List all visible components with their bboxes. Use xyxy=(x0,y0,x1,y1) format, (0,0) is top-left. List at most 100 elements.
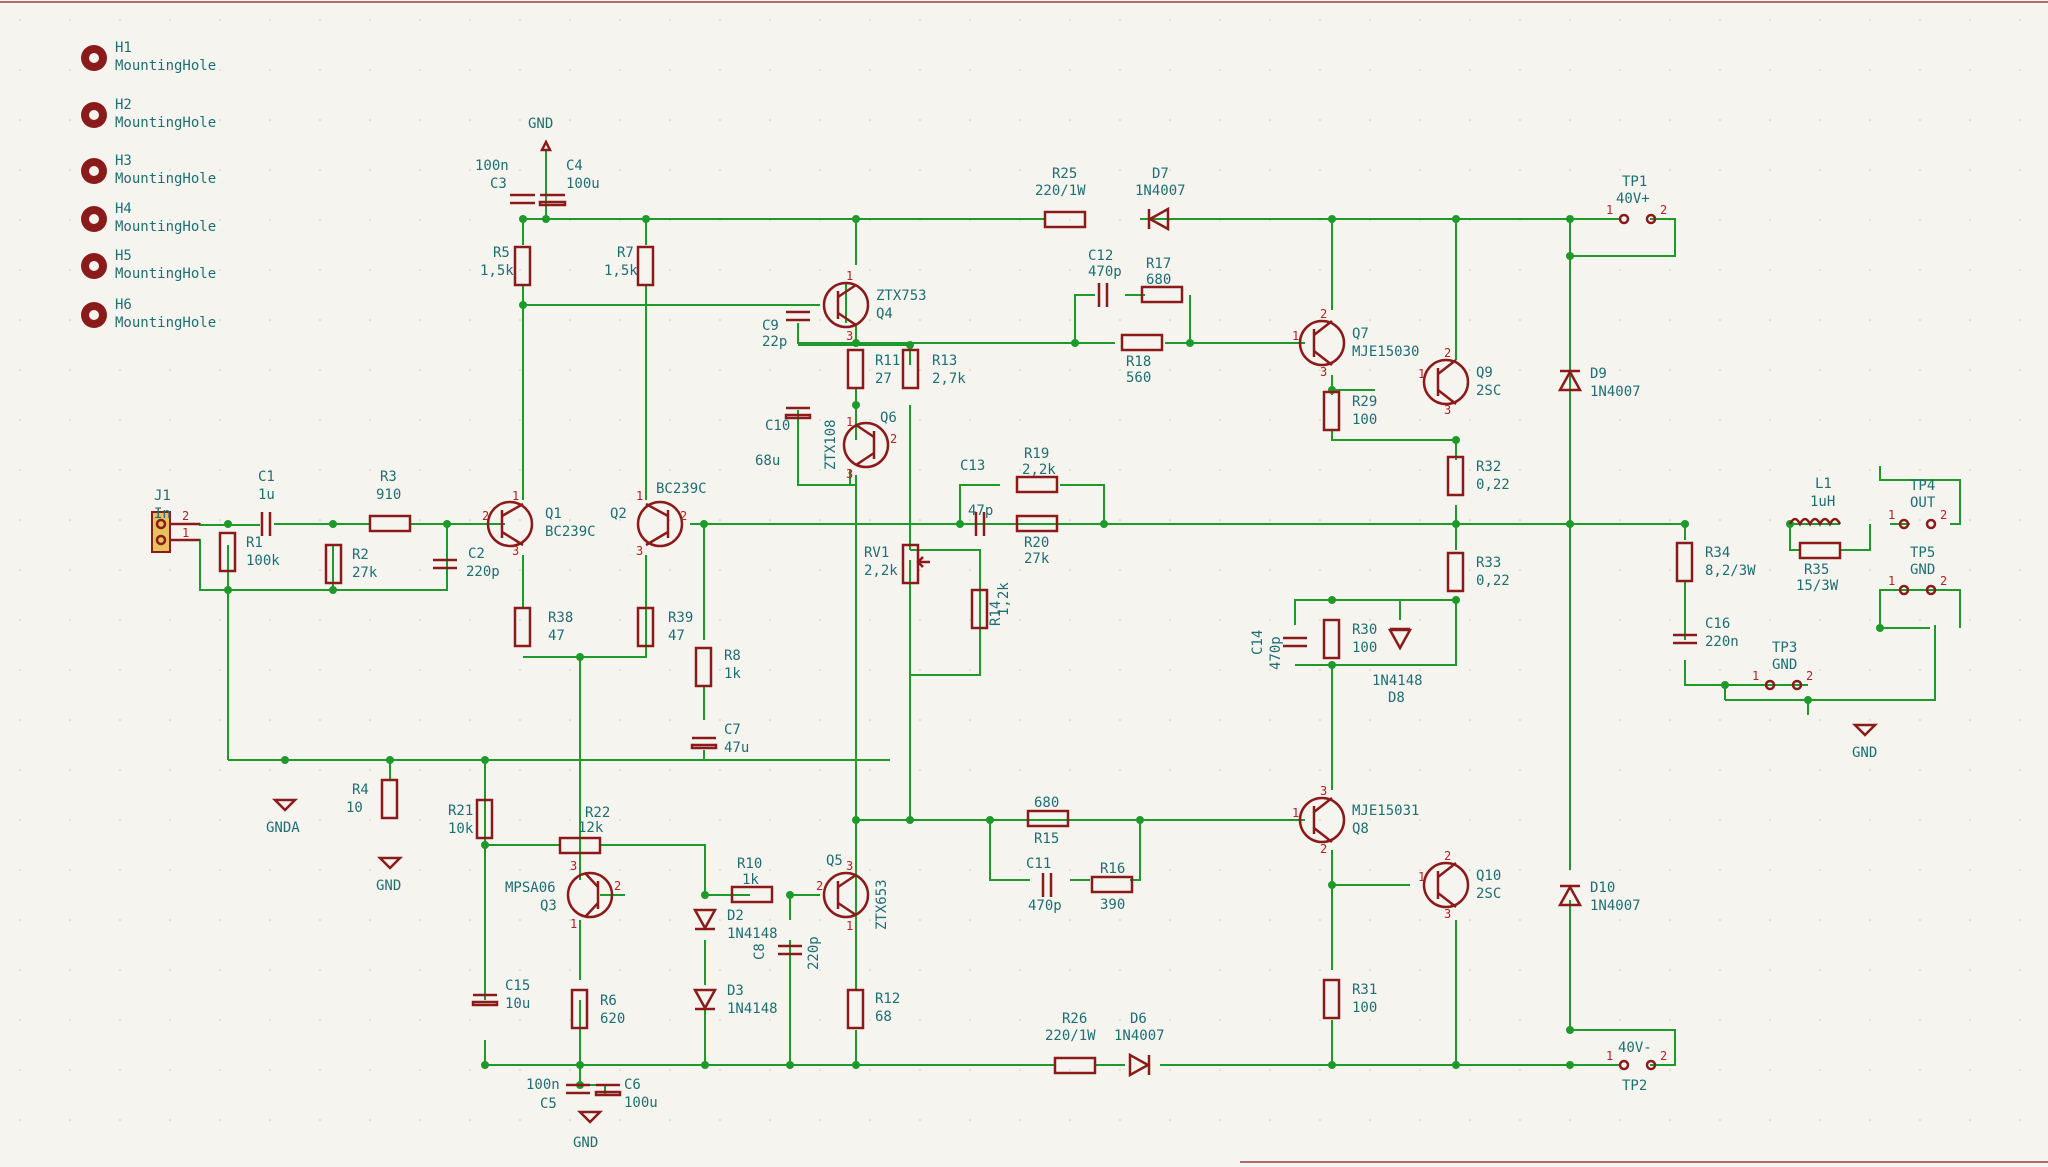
svg-text:Q5: Q5 xyxy=(826,853,843,869)
junction-dot xyxy=(576,653,584,661)
svg-text:D2: D2 xyxy=(727,908,744,924)
svg-text:MountingHole: MountingHole xyxy=(115,315,216,331)
junction-dot xyxy=(519,301,527,309)
svg-text:3: 3 xyxy=(846,329,853,343)
junction-dot xyxy=(852,816,860,824)
svg-text:1N4007: 1N4007 xyxy=(1135,183,1186,199)
svg-text:3: 3 xyxy=(1444,907,1451,921)
svg-text:68u: 68u xyxy=(755,453,780,469)
svg-text:2: 2 xyxy=(816,879,823,893)
svg-text:Q3: Q3 xyxy=(540,898,557,914)
svg-text:27: 27 xyxy=(875,371,892,387)
svg-text:R3: R3 xyxy=(380,469,397,485)
junction-dot xyxy=(443,520,451,528)
svg-text:Q1: Q1 xyxy=(545,506,562,522)
svg-text:R5: R5 xyxy=(493,245,510,261)
svg-text:3: 3 xyxy=(1444,403,1451,417)
svg-text:GND: GND xyxy=(1852,745,1877,761)
junction-dot xyxy=(1328,215,1336,223)
svg-text:220n: 220n xyxy=(1705,634,1739,650)
svg-text:C10: C10 xyxy=(765,418,790,434)
svg-text:1: 1 xyxy=(1752,669,1759,683)
svg-text:390: 390 xyxy=(1100,897,1125,913)
svg-text:1k: 1k xyxy=(724,666,741,682)
gnd-top: GND xyxy=(528,116,553,152)
svg-text:R19: R19 xyxy=(1024,446,1049,462)
svg-text:Q4: Q4 xyxy=(876,306,893,322)
svg-text:C5: C5 xyxy=(540,1096,557,1112)
junction-dot xyxy=(1452,215,1460,223)
svg-text:1N4148: 1N4148 xyxy=(727,926,778,942)
junction-dot xyxy=(224,520,232,528)
svg-text:220/1W: 220/1W xyxy=(1035,183,1086,199)
svg-text:GND: GND xyxy=(528,116,553,132)
junction-dot xyxy=(1566,1061,1574,1069)
junction-dot xyxy=(329,520,337,528)
svg-text:2: 2 xyxy=(1940,574,1947,588)
svg-text:C9: C9 xyxy=(762,318,779,334)
svg-text:1uH: 1uH xyxy=(1810,494,1835,510)
svg-text:2: 2 xyxy=(482,509,489,523)
svg-text:8,2/3W: 8,2/3W xyxy=(1705,563,1756,579)
junction-dot xyxy=(786,891,794,899)
svg-text:R21: R21 xyxy=(448,803,473,819)
svg-text:1: 1 xyxy=(1888,508,1895,522)
svg-text:BC239C: BC239C xyxy=(545,524,596,540)
junction-dot xyxy=(329,586,337,594)
svg-text:C7: C7 xyxy=(724,722,741,738)
svg-text:100n: 100n xyxy=(526,1077,560,1093)
svg-text:H6: H6 xyxy=(115,297,132,313)
svg-text:1,2k: 1,2k xyxy=(996,582,1012,616)
svg-text:R7: R7 xyxy=(617,245,634,261)
gnda-symbol: GNDA xyxy=(266,798,300,836)
svg-text:RV1: RV1 xyxy=(864,545,889,561)
diode-d2: D2 1N4148 xyxy=(692,908,778,942)
svg-text:C3: C3 xyxy=(490,176,507,192)
svg-text:GNDA: GNDA xyxy=(266,820,300,836)
svg-text:D7: D7 xyxy=(1152,166,1169,182)
svg-text:H2: H2 xyxy=(115,97,132,113)
svg-text:TP3: TP3 xyxy=(1772,640,1797,656)
junction-dot xyxy=(852,339,860,347)
junction-dot xyxy=(852,215,860,223)
svg-text:Q10: Q10 xyxy=(1476,868,1501,884)
svg-text:3: 3 xyxy=(512,544,519,558)
junction-dot xyxy=(1566,215,1574,223)
svg-text:C1: C1 xyxy=(258,469,275,485)
svg-text:1N4007: 1N4007 xyxy=(1114,1028,1165,1044)
svg-text:100k: 100k xyxy=(246,553,280,569)
junction-dot xyxy=(642,215,650,223)
svg-text:H4: H4 xyxy=(115,201,132,217)
inductor-l1: L1 1uH xyxy=(1788,476,1842,527)
svg-text:C2: C2 xyxy=(468,546,485,562)
svg-text:1,5k: 1,5k xyxy=(480,263,514,279)
svg-text:J1: J1 xyxy=(154,488,171,504)
svg-text:1: 1 xyxy=(570,917,577,931)
junction-dot xyxy=(481,1061,489,1069)
